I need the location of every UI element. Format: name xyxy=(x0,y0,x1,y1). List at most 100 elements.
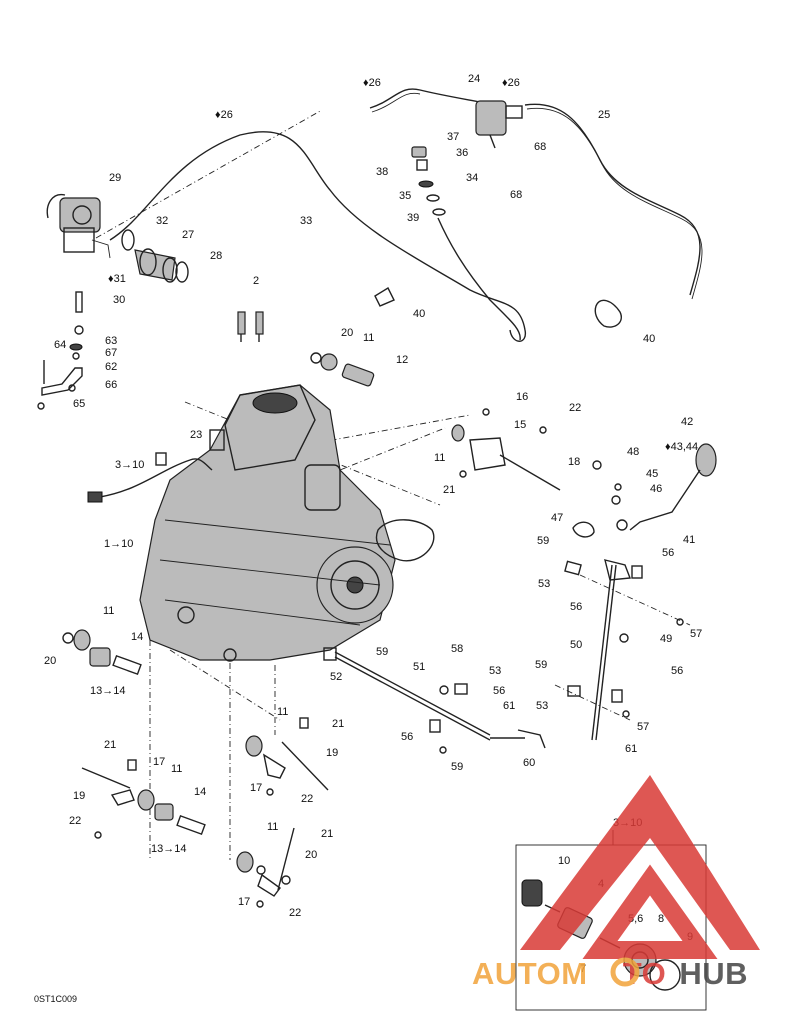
callout-c7: 7 xyxy=(580,963,586,975)
cover-gasket xyxy=(375,519,435,562)
adjuster-parts xyxy=(411,146,446,216)
callout-c22a: 22 xyxy=(569,402,581,414)
callout-c30: 30 xyxy=(113,294,125,306)
callout-c12: 12 xyxy=(396,354,408,366)
callout-c39: 39 xyxy=(407,212,419,224)
callout-c22b: 22 xyxy=(301,793,313,805)
callout-c2: 2 xyxy=(253,275,259,287)
callout-c17b: 17 xyxy=(250,782,262,794)
callout-c40a: 40 xyxy=(413,308,425,320)
throttle-cable xyxy=(109,131,526,342)
choke-switch xyxy=(475,100,523,149)
callout-c22c: 22 xyxy=(69,815,81,827)
engine-mount-front xyxy=(62,629,142,676)
callout-c11c: 11 xyxy=(103,605,114,617)
callout-c53a: 53 xyxy=(538,578,550,590)
callout-c56b: 56 xyxy=(570,601,582,613)
callout-c63: 63 xyxy=(105,335,117,347)
callout-c11d: 11 xyxy=(277,706,288,718)
callout-c22d: 22 xyxy=(289,907,301,919)
callout-c1314a: 13→14 xyxy=(90,685,125,697)
drain-and-bracket xyxy=(37,291,84,410)
watermark-text-1: AUTOM xyxy=(472,956,588,991)
watermark-text-3: HUB xyxy=(679,956,748,991)
callout-c57a: 57 xyxy=(690,628,702,640)
carburetor xyxy=(46,193,111,259)
callout-c60: 60 xyxy=(523,757,535,769)
callout-c41: 41 xyxy=(683,534,695,546)
callout-c59d: 59 xyxy=(451,761,463,773)
callout-c4344: ♦43,44 xyxy=(665,441,698,453)
choke-cable xyxy=(369,88,701,296)
svg-text:AUTOM TO HUB: AUTOM TO HUB xyxy=(472,956,748,991)
callout-c11f: 11 xyxy=(267,821,278,833)
watermark-logo: AUTOM TO HUB xyxy=(472,775,760,991)
callout-c20c: 20 xyxy=(305,849,317,861)
spark-plugs xyxy=(237,311,264,342)
callout-c36: 36 xyxy=(456,147,468,159)
callout-c64: 64 xyxy=(54,339,66,351)
engine-mount-left xyxy=(81,759,206,839)
callout-c56e: 56 xyxy=(401,731,413,743)
callout-c21c: 21 xyxy=(104,739,116,751)
callout-c33: 33 xyxy=(300,215,312,227)
callout-c24: 24 xyxy=(468,73,480,85)
callout-c53c: 53 xyxy=(536,700,548,712)
callout-c31: ♦31 xyxy=(108,273,126,285)
callout-c21b: 21 xyxy=(332,718,344,730)
engine-mount-rear xyxy=(236,827,295,908)
gasket-b xyxy=(594,299,622,328)
callout-c51: 51 xyxy=(413,661,425,673)
callout-c42: 42 xyxy=(681,416,693,428)
sensor-connector xyxy=(87,491,103,503)
callout-c46: 46 xyxy=(650,483,662,495)
callout-c11e: 11 xyxy=(171,763,182,775)
callout-c56d: 56 xyxy=(493,685,505,697)
shift-lever xyxy=(572,443,717,538)
callout-c29: 29 xyxy=(109,172,121,184)
callout-c310a: 3→10 xyxy=(115,459,144,471)
engine-mount-right xyxy=(451,408,561,491)
callout-c59c: 59 xyxy=(535,659,547,671)
sensor-wire xyxy=(99,458,213,498)
callout-c20a: 20 xyxy=(341,327,353,339)
callout-c47: 47 xyxy=(551,512,563,524)
callout-c56a: 56 xyxy=(662,547,674,559)
sensor-top xyxy=(310,352,375,387)
callout-c68b: 68 xyxy=(510,189,522,201)
speedo-cable xyxy=(437,217,521,341)
callout-c65: 65 xyxy=(73,398,85,410)
callout-c1314b: 13→14 xyxy=(151,843,186,855)
callout-c25: 25 xyxy=(598,109,610,121)
engine-block xyxy=(139,384,396,662)
callout-c59a: 59 xyxy=(537,535,549,547)
callout-c66: 66 xyxy=(105,379,117,391)
callout-c19b: 19 xyxy=(73,790,85,802)
callout-c62: 62 xyxy=(105,361,117,373)
assembly-lines xyxy=(95,109,691,860)
callout-c40b: 40 xyxy=(643,333,655,345)
callout-c59b: 59 xyxy=(376,646,388,658)
callout-c34: 34 xyxy=(466,172,478,184)
intake-boot xyxy=(121,229,189,283)
callout-c48: 48 xyxy=(627,446,639,458)
callout-c19a: 19 xyxy=(326,747,338,759)
engine-mount-rear-center xyxy=(245,717,329,796)
callout-c26c: ♦26 xyxy=(502,77,520,89)
callout-c26a: ♦26 xyxy=(215,109,233,121)
callout-c23: 23 xyxy=(190,429,202,441)
callout-c53b: 53 xyxy=(489,665,501,677)
callout-c27: 27 xyxy=(182,229,194,241)
callout-c32: 32 xyxy=(156,215,168,227)
callout-c11b: 11 xyxy=(434,452,445,464)
callout-c10: 10 xyxy=(558,855,570,867)
callout-c21d: 21 xyxy=(321,828,333,840)
callout-c35: 35 xyxy=(399,190,411,202)
callout-c38: 38 xyxy=(376,166,388,178)
watermark-triangle-icon xyxy=(520,775,760,950)
callout-c45: 45 xyxy=(646,468,658,480)
callout-c67: 67 xyxy=(105,347,117,359)
callout-c37: 37 xyxy=(447,131,459,143)
callout-c11a: 11 xyxy=(363,332,374,344)
callout-c56c: 56 xyxy=(671,665,683,677)
